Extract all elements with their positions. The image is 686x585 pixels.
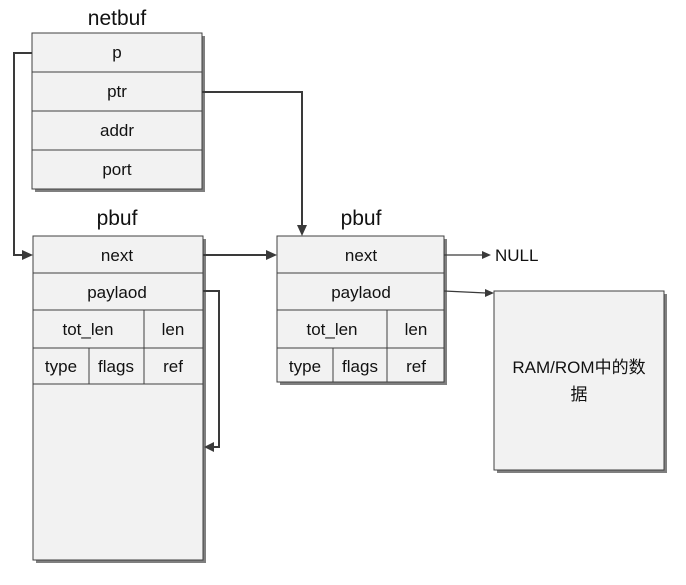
pbuf-left-next-cell [32, 235, 204, 274]
pbuf-left-totlen-label: tot_len [62, 320, 113, 339]
arrow-next-to-pbuf-right [203, 250, 277, 260]
pbuf-left-struct: next paylaod tot_len len type flags ref [32, 235, 206, 563]
pbuf-right-len-label: len [405, 320, 428, 339]
pbuf-left-title: pbuf [97, 207, 138, 230]
netbuf-field-port [31, 149, 203, 190]
arrow-next-to-null [444, 251, 491, 259]
pbuf-left-flags-label: flags [98, 357, 134, 376]
pbuf-left-ref-cell [143, 347, 204, 385]
pbuf-right-next-cell [276, 235, 445, 274]
memory-data-box: RAM/ROM中的数 据 [493, 290, 667, 473]
pbuf-right-type-label: type [289, 357, 321, 376]
pbuf-left-totlen-cell [32, 309, 145, 349]
pbuf-right-totlen-cell [276, 309, 388, 349]
netbuf-ptr-label: ptr [107, 82, 127, 101]
pbuf-left-type-label: type [45, 357, 77, 376]
pbuf-right-type-cell [276, 347, 334, 383]
pbuf-left-type-cell [32, 347, 90, 385]
null-label: NULL [495, 246, 538, 265]
netbuf-addr-label: addr [100, 121, 134, 140]
pbuf-left-payload-label: paylaod [87, 283, 147, 302]
arrow-p-to-pbuf [13, 52, 33, 260]
netbuf-field-addr [31, 110, 203, 151]
memory-box-line1: RAM/ROM中的数 [512, 358, 645, 377]
pbuf-right-payload-label: paylaod [331, 283, 391, 302]
pbuf-right-len-cell [386, 309, 445, 349]
pbuf-right-flags-cell [332, 347, 388, 383]
pbuf-right-next-label: next [345, 246, 377, 265]
pbuf-left-len-label: len [162, 320, 185, 339]
netbuf-port-label: port [102, 160, 132, 179]
netbuf-field-ptr [31, 71, 203, 112]
arrow-payload-to-own-data [203, 290, 220, 452]
arrow-ptr-to-pbuf-right [202, 91, 307, 236]
pbuf-right-flags-label: flags [342, 357, 378, 376]
memory-box-line2: 据 [571, 385, 588, 404]
pbuf-right-struct: next paylaod tot_len len type flags ref [276, 235, 447, 385]
pbuf-right-totlen-label: tot_len [306, 320, 357, 339]
netbuf-title: netbuf [88, 7, 147, 30]
pbuf-right-payload-cell [276, 272, 445, 311]
pbuf-left-flags-cell [88, 347, 145, 385]
pbuf-right-title: pbuf [341, 207, 382, 230]
pbuf-right-ref-label: ref [406, 357, 426, 376]
pbuf-left-next-label: next [101, 246, 133, 265]
netbuf-p-label: p [112, 43, 121, 62]
pbuf-left-payload-cell [32, 272, 204, 311]
netbuf-field-p [31, 32, 203, 73]
pbuf-right-ref-cell [386, 347, 445, 383]
pbuf-left-ref-label: ref [163, 357, 183, 376]
netbuf-struct: p ptr addr port [31, 32, 205, 192]
arrow-payload-to-memory [443, 289, 494, 297]
